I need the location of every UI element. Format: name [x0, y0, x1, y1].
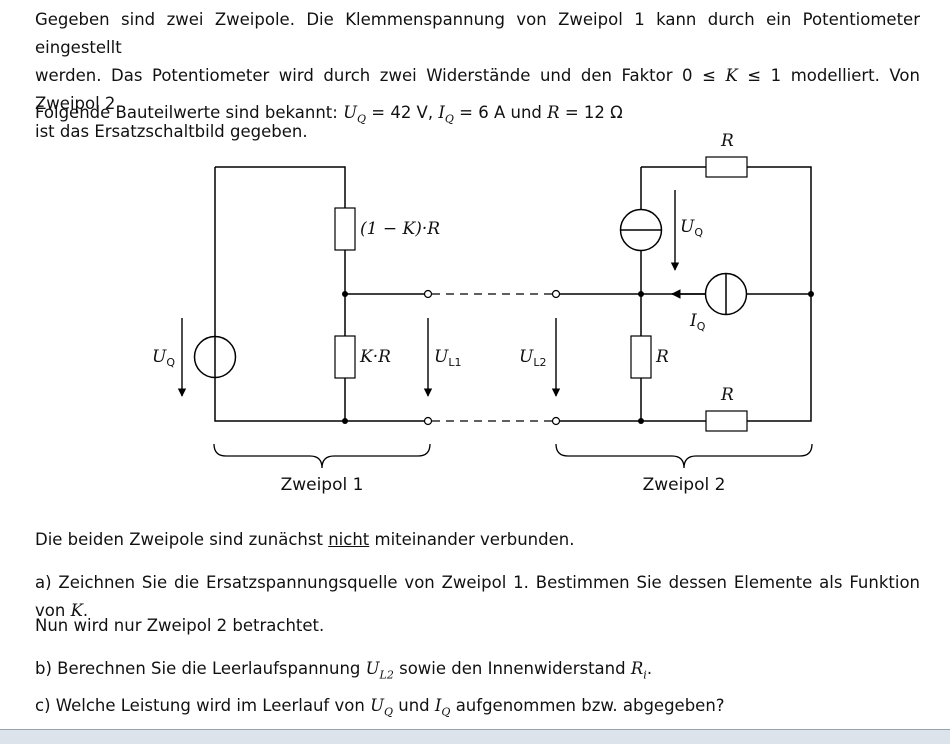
brace-zweipol-1	[213, 443, 431, 469]
resistor-r-bottom-right	[705, 410, 748, 432]
uq-subscript: Q	[356, 112, 366, 126]
terminal-zp1-bottom[interactable]	[423, 416, 433, 426]
node-zp2-bottom	[638, 418, 644, 424]
label-k-r: K·R	[359, 347, 391, 367]
r-symbol: R	[547, 103, 560, 122]
label-uq-right: UQ	[680, 217, 703, 239]
intro-line-2a: werden. Das Potentiometer wird durch zwe…	[35, 66, 726, 85]
current-source-right	[704, 272, 748, 316]
only-zweipol-2-sentence: Nun wird nur Zweipol 2 betrachtet.	[35, 616, 325, 635]
resistor-1-minus-k-r	[334, 207, 356, 251]
node-zp2-mid-right	[808, 291, 814, 297]
iq-subscript: Q	[444, 112, 454, 126]
label-ul1: UL1	[434, 347, 461, 369]
uq-value: = 42 V,	[366, 103, 439, 122]
resistor-r-mid-right	[630, 335, 652, 379]
task-a: a) Zeichnen Sie die Ersatzspannungsquell…	[35, 573, 920, 620]
values-prefix: Folgende Bauteilwerte sind bekannt:	[35, 103, 344, 122]
label-ul2: UL2	[519, 347, 546, 369]
resistor-k-r	[334, 335, 356, 379]
task-c: c) Welche Leistung wird im Leerlauf von …	[35, 696, 725, 719]
r-value: = 12 Ω	[559, 103, 623, 122]
label-zweipol-2: Zweipol 2	[643, 475, 726, 495]
terminal-zp2-bottom[interactable]	[551, 416, 561, 426]
voltage-source-right	[619, 208, 663, 252]
intro-paragraph: Gegeben sind zwei Zweipole. Die Klemmens…	[35, 6, 920, 146]
label-uq-left: UQ	[152, 347, 175, 369]
node-zp1-top	[342, 291, 348, 297]
uq-symbol: U	[343, 103, 357, 122]
resistor-r-top-right	[705, 156, 748, 178]
underlined-nicht: nicht	[328, 530, 370, 549]
label-r-bottom-right: R	[720, 385, 734, 405]
iq-value: = 6 A und	[453, 103, 548, 122]
terminal-zp2-top[interactable]	[551, 289, 561, 299]
component-values: Folgende Bauteilwerte sind bekannt: UQ =…	[35, 99, 920, 133]
voltage-source-left	[193, 335, 237, 379]
intro-line-1: Gegeben sind zwei Zweipole. Die Klemmens…	[35, 10, 920, 57]
node-zp2-mid-left	[638, 291, 644, 297]
label-1-minus-k-r: (1 − K)·R	[360, 219, 440, 239]
zweipol-1-wiring	[214, 166, 428, 422]
label-r-top-right: R	[720, 131, 734, 151]
node-zp1-bottom	[342, 418, 348, 424]
brace-zweipol-2	[555, 443, 813, 469]
label-iq: IQ	[689, 311, 706, 333]
intro-k: K	[725, 66, 738, 85]
terminal-zp1-top[interactable]	[423, 289, 433, 299]
label-r-mid-right: R	[655, 347, 669, 367]
intro-line-2b: ≤ 1 modelliert. Von Zweipol 2	[35, 66, 920, 113]
task-b: b) Berechnen Sie die Leerlaufspannung UL…	[35, 659, 653, 682]
circuit-diagram: UQ (1 − K)·R K·R UL1	[152, 131, 814, 495]
not-connected-sentence: Die beiden Zweipole sind zunächst nicht …	[35, 530, 575, 549]
iq-symbol: I	[438, 103, 445, 122]
window-bottom-edge	[0, 729, 950, 744]
intro-line-3: ist das Ersatzschaltbild gegeben.	[35, 122, 308, 141]
label-zweipol-1: Zweipol 1	[281, 475, 364, 495]
